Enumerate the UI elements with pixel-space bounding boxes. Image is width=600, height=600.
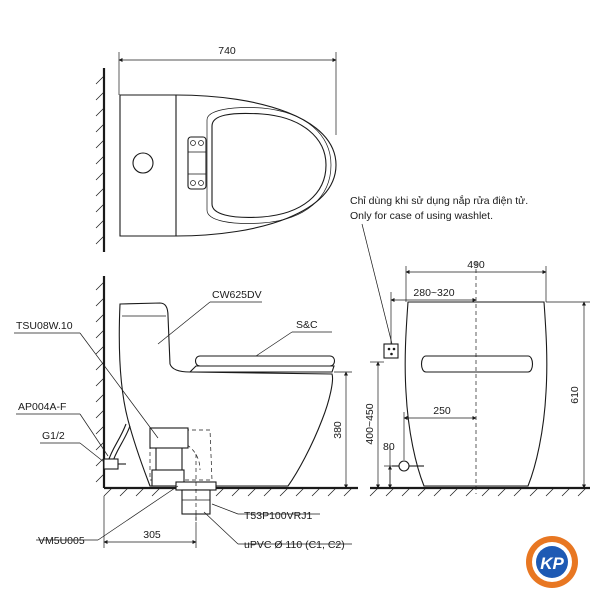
logo-text: KP — [540, 554, 564, 573]
side-view: 305 380 CW625DV S&C TSU08W.10 AP004A-F G… — [14, 276, 358, 551]
top-width-dim: 740 — [218, 45, 236, 57]
side-seat-lid — [194, 355, 336, 367]
label-fill-valve: TSU08W.10 — [16, 320, 73, 332]
label-pipe: uPVC Ø 110 (C1, C2) — [244, 539, 345, 551]
note-vietnamese: Chỉ dùng khi sử dụng nắp rửa điện tử. — [350, 194, 528, 207]
power-socket-icon — [383, 343, 399, 359]
fill-valve-part — [149, 427, 189, 449]
rough-in-dim: 305 — [143, 529, 161, 541]
front-width-dim: 490 — [467, 259, 485, 271]
label-seat-cover: CW625DV — [212, 289, 262, 301]
label-flange: VM5U005 — [38, 535, 85, 547]
front-inlet-valve — [398, 460, 410, 472]
side-body-outline — [118, 302, 334, 487]
socket-height-dim: 400~450 — [364, 403, 376, 444]
stop-valve-part — [103, 458, 119, 470]
note-english: Only for case of using washlet. — [350, 210, 493, 222]
socket-range-dim: 280~320 — [413, 287, 454, 299]
top-bowl-outline — [119, 94, 337, 237]
front-view: Chỉ dùng khi sử dụng nắp rửa điện tử. On… — [350, 194, 590, 497]
label-outlet: T53P100VRJ1 — [244, 510, 312, 522]
top-view: 740 — [95, 45, 337, 252]
front-body-outline — [404, 301, 548, 487]
label-stop-valve: AP004A-F — [18, 401, 66, 413]
inlet-height-dim: 380 — [332, 421, 344, 439]
inlet-offset-dim: 250 — [433, 405, 451, 417]
flush-button-icon — [132, 152, 154, 174]
top-seat-lid — [211, 112, 327, 218]
label-seat: S&C — [296, 319, 318, 331]
inlet-height-front-dim: 80 — [383, 441, 395, 453]
front-seat — [420, 355, 534, 373]
front-height-dim: 610 — [569, 386, 581, 404]
brand-logo: KP — [526, 536, 578, 588]
label-thread: G1/2 — [42, 430, 65, 442]
